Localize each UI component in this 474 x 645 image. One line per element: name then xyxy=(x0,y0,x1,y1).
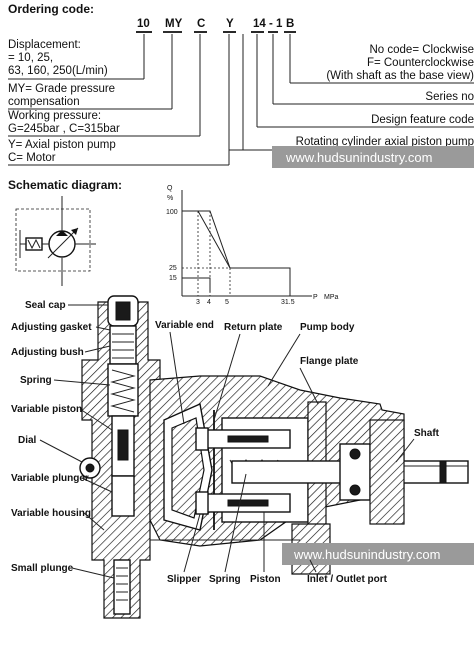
label-slipper: Slipper xyxy=(167,574,201,585)
graph-x-tick-31-5: 31.5 xyxy=(281,299,295,306)
type-label-motor: C= Motor xyxy=(8,152,56,164)
graph-y-tick-15: 15 xyxy=(169,275,177,282)
code-part-rotation: B xyxy=(286,18,294,30)
rotation-counterclockwise: F= Counterclockwise xyxy=(367,57,474,69)
rotation-clockwise: No code= Clockwise xyxy=(369,44,474,56)
pump-type-label: Rotating cylinder axial piston pump xyxy=(296,136,474,148)
label-pump-body: Pump body xyxy=(300,322,355,333)
graph-y-axis-label: Q xyxy=(167,185,173,192)
series-no-label: Series no xyxy=(425,91,474,103)
ordering-code-section: Ordering code: 10 MY C Y 14 - 1 B Displa… xyxy=(8,2,474,168)
label-variable-housing: Variable housing xyxy=(11,508,91,519)
label-piston: Piston xyxy=(250,574,281,585)
pressure-label: Working pressure: xyxy=(8,110,101,122)
graph-x-tick-3: 3 xyxy=(196,299,200,306)
code-part-pressure: C xyxy=(197,18,205,30)
label-shaft: Shaft xyxy=(414,428,440,439)
watermark-bottom-band xyxy=(282,543,474,565)
code-part-type: Y xyxy=(226,18,234,30)
ordering-leader-lines-left xyxy=(8,34,230,166)
label-small-plunge: Small plunge xyxy=(11,563,74,574)
label-variable-end: Variable end xyxy=(155,320,214,331)
part-labels-top: Variable end Return plate Pump body Flan… xyxy=(155,320,359,425)
pump-symbol-arrow-icon xyxy=(56,230,68,236)
graph-x-axis-label: P xyxy=(313,294,318,301)
label-spring-bottom: Spring xyxy=(209,574,241,585)
front-flange xyxy=(369,419,405,525)
slipper-lower xyxy=(195,491,209,515)
label-dial: Dial xyxy=(18,435,37,446)
label-seal-cap: Seal cap xyxy=(25,300,66,311)
control-spring xyxy=(110,369,136,413)
spring-housing xyxy=(107,363,139,417)
displacement-values-1: = 10, 25, xyxy=(8,52,53,64)
slipper-upper xyxy=(195,427,209,451)
pressure-values: G=245bar , C=315bar xyxy=(8,123,120,135)
code-parts: 10 MY C Y 14 - 1 B xyxy=(137,18,294,30)
watermark-top-band xyxy=(272,146,474,168)
graph-y-tick-25: 25 xyxy=(169,265,177,272)
graph-x-unit: MPa xyxy=(324,294,339,301)
label-adjusting-gasket: Adjusting gasket xyxy=(11,322,92,333)
graph-x-tick-5: 5 xyxy=(225,299,229,306)
part-labels-bottom: Slipper Spring Piston Inlet / Outlet por… xyxy=(167,473,388,585)
pump-cross-section xyxy=(79,295,469,619)
graph-curve-band xyxy=(182,210,231,269)
label-spring: Spring xyxy=(20,375,52,386)
label-flange-plate: Flange plate xyxy=(300,356,359,367)
watermark-bottom-text: www.hudsunindustry.com xyxy=(293,547,440,562)
label-return-plate: Return plate xyxy=(224,322,283,333)
code-part-displacement: 10 xyxy=(137,18,150,30)
schematic-title: Schematic diagram: xyxy=(8,178,122,192)
label-variable-plunger: Variable plunger xyxy=(11,473,89,484)
watermark-top: www.hudsunindustry.com xyxy=(272,146,474,168)
type-label-pump: Y= Axial piston pump xyxy=(8,139,116,151)
code-part-series: 14 - 1 xyxy=(253,18,283,30)
watermark-bottom: www.hudsunindustry.com xyxy=(282,543,474,565)
watermark-top-text: www.hudsunindustry.com xyxy=(285,150,432,165)
variable-plunger xyxy=(111,475,135,517)
part-labels-left: Seal cap Adjusting gasket Adjusting bush… xyxy=(11,300,115,579)
label-inlet-outlet-port: Inlet / Outlet port xyxy=(307,574,388,585)
hydraulic-symbol xyxy=(15,196,96,286)
label-adjusting-bush: Adjusting bush xyxy=(11,347,84,358)
displacement-label: Displacement: xyxy=(8,39,81,51)
label-variable-piston: Variable piston xyxy=(11,404,82,415)
graph-y-unit: % xyxy=(167,195,173,202)
graph-y-tick-100: 100 xyxy=(166,209,178,216)
graph-x-tick-4: 4 xyxy=(207,299,211,306)
pressure-flow-graph: Q % 100 25 15 3 4 5 31.5 P MPa xyxy=(166,185,339,306)
control-label-2: compensation xyxy=(8,96,80,108)
ordering-code-title: Ordering code: xyxy=(8,2,94,16)
part-labels-right: Shaft xyxy=(395,428,440,463)
control-label: MY= Grade pressure xyxy=(8,83,115,95)
rotation-base-view: (With shaft as the base view) xyxy=(326,70,474,82)
graph-curve-lower xyxy=(182,277,211,292)
displacement-values-2: 63, 160, 250(L/min) xyxy=(8,65,108,77)
code-part-control: MY xyxy=(165,18,183,30)
design-feature-label: Design feature code xyxy=(371,114,474,126)
